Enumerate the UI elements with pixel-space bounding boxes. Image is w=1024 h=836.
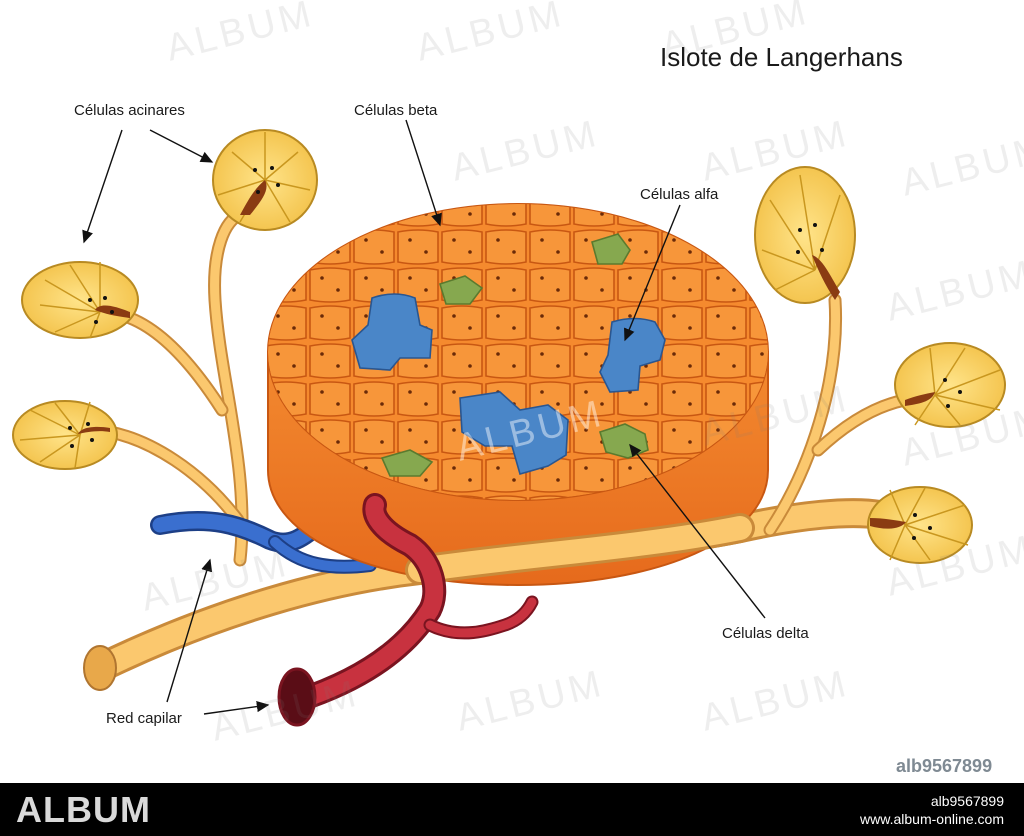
alpha-cells — [351, 293, 666, 475]
acinar-cluster-bottom-right — [867, 486, 973, 564]
footer-url[interactable]: www.album-online.com — [860, 811, 1004, 827]
delta-cells — [380, 233, 649, 477]
langerhans-islet-illustration — [12, 119, 1006, 727]
acinar-cluster-right — [894, 342, 1006, 428]
acinar-cluster-top-left — [212, 129, 318, 231]
artery — [277, 493, 539, 727]
album-logo: ALBUM — [16, 789, 151, 830]
label-arrows — [82, 119, 766, 715]
footer-bar: ALBUM alb9567899 www.album-online.com — [0, 783, 1024, 836]
acinar-cluster-top-right — [754, 166, 856, 304]
diagram-title: Islote de Langerhans — [660, 42, 903, 72]
islet-of-langerhans — [267, 203, 769, 587]
label-capillary-network: Red capilar — [106, 710, 182, 727]
label-delta-cells: Células delta — [722, 625, 809, 642]
footer-image-id: alb9567899 — [930, 793, 1004, 809]
image-id: alb9567899 — [896, 756, 993, 776]
acinar-cluster-left — [21, 261, 139, 339]
label-alpha-cells: Células alfa — [640, 186, 719, 203]
acinar-cluster-bottom-left — [12, 400, 118, 470]
label-acinar-cells: Células acinares — [74, 102, 185, 119]
label-beta-cells: Células beta — [354, 102, 438, 119]
